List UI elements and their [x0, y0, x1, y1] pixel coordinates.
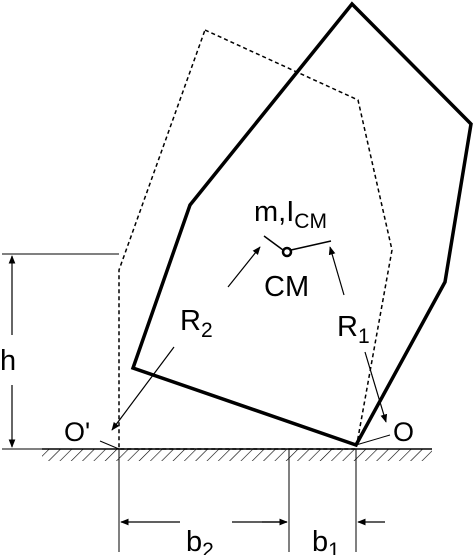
r2-main: R — [180, 305, 201, 337]
b1-subscript: 1 — [328, 539, 340, 555]
pivot-prime-label: O' — [64, 417, 90, 447]
mass-inertia-text: m,I — [254, 196, 294, 228]
b2-label: b2 — [186, 526, 214, 555]
r1-main: R — [337, 311, 358, 343]
r1-label: R1 — [337, 311, 370, 348]
inertia-subscript: CM — [294, 210, 327, 233]
pivot-label: O — [393, 417, 414, 447]
r2-arrow — [111, 346, 175, 431]
r2-subscript: 2 — [201, 319, 213, 342]
mass-inertia-label: m,ICM — [254, 196, 327, 233]
b1-label: b1 — [312, 526, 340, 555]
r1-subscript: 1 — [358, 325, 370, 348]
original-body-outline — [118, 28, 393, 450]
inertia-leader-left — [263, 235, 284, 251]
r1-arrow — [364, 351, 388, 423]
pivot-leader — [355, 434, 391, 446]
ground-hatching — [42, 449, 432, 461]
cm-arrow-left — [227, 246, 261, 288]
b2-subscript: 2 — [202, 539, 214, 555]
center-of-mass-label: CM — [264, 271, 309, 303]
b2-main: b — [186, 526, 202, 555]
cm-arrow-right — [328, 246, 345, 296]
r2-label: R2 — [180, 305, 213, 342]
height-label: h — [0, 345, 16, 377]
pivot-prime-leader — [99, 440, 120, 450]
b1-main: b — [312, 526, 328, 555]
inertia-leader-right — [290, 240, 332, 251]
center-of-mass-marker — [281, 246, 293, 258]
